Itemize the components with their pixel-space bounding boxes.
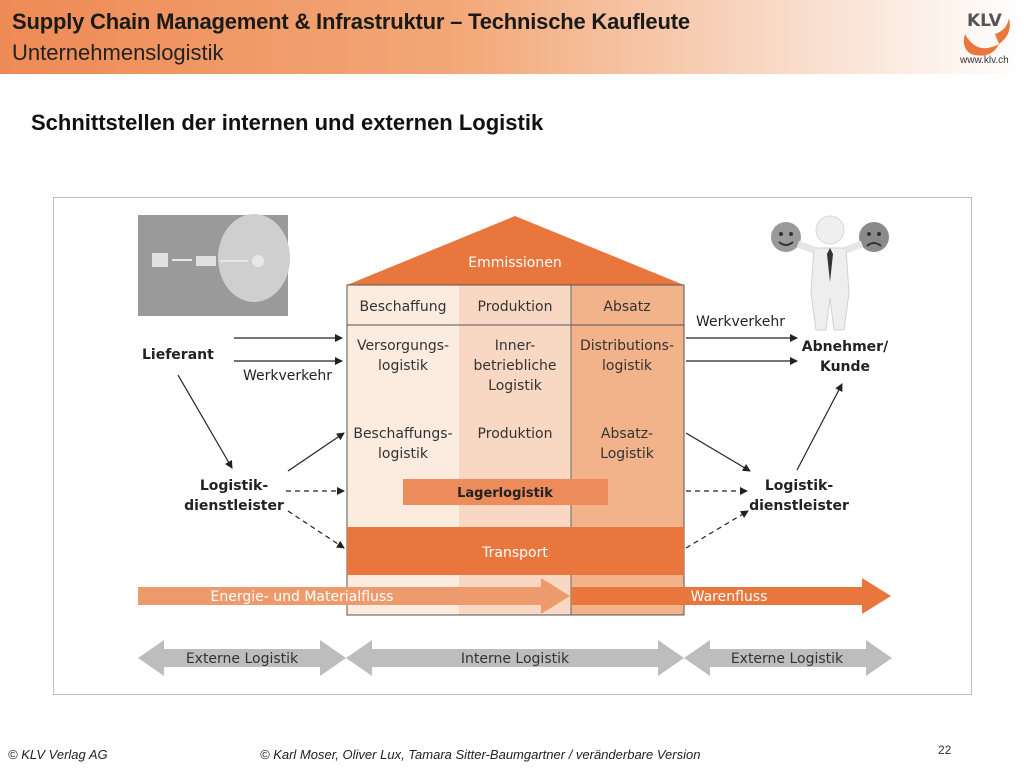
label-produktion: Produktion xyxy=(478,426,553,442)
internal-logistics-arrow xyxy=(346,640,684,676)
dienstleister-left-label-2: dienstleister xyxy=(184,498,284,514)
logistics-diagram: Emmissionen Beschaffung Produktion Absat… xyxy=(138,214,892,676)
werkverkehr-left-label: Werkverkehr xyxy=(243,368,332,384)
werkverkehr-right-label: Werkverkehr xyxy=(696,314,785,330)
course-subtitle: Unternehmenslogistik xyxy=(12,40,224,65)
dienstleister-left-label-1: Logistik- xyxy=(200,478,268,494)
goods-flow-label: Warenfluss xyxy=(691,589,768,605)
internal-logistics-label: Interne Logistik xyxy=(461,651,570,667)
klv-logo: KLV xyxy=(963,11,1010,56)
col-header-absatz: Absatz xyxy=(603,299,650,315)
label-distribution-2: logistik xyxy=(602,358,653,374)
footer-authors: © Karl Moser, Oliver Lux, Tamara Sitter-… xyxy=(260,747,701,762)
lagerlogistik-bar xyxy=(403,479,608,505)
roof-label: Emmissionen xyxy=(468,255,561,271)
material-flow-arrow xyxy=(138,578,570,614)
external-logistics-left-arrow xyxy=(138,640,346,676)
diagram-frame: Emmissionen Beschaffung Produktion Absat… xyxy=(53,197,972,695)
label-innerbetrieblich-2: betriebliche xyxy=(473,358,556,374)
label-distribution-1: Distributions- xyxy=(580,338,674,354)
page-number: 22 xyxy=(938,743,952,757)
slide-title: Schnittstellen der internen und externen… xyxy=(31,110,544,135)
col-header-produktion: Produktion xyxy=(478,299,553,315)
external-logistics-right-arrow xyxy=(684,640,892,676)
lieferant-label: Lieferant xyxy=(142,347,214,363)
kunde-label-1: Abnehmer/ xyxy=(802,339,889,355)
label-beschaffungslogistik-1: Beschaffungs- xyxy=(353,426,452,442)
customer-figure-icon xyxy=(771,215,889,331)
material-flow-label: Energie- und Materialfluss xyxy=(211,589,394,605)
transport-bar xyxy=(347,527,684,575)
label-versorgungslogistik-1: Versorgungs- xyxy=(357,338,449,354)
dienstleister-right-label-1: Logistik- xyxy=(765,478,833,494)
kunde-label-2: Kunde xyxy=(820,359,870,375)
header-bar: Supply Chain Management & Infrastruktur … xyxy=(0,0,1024,74)
roof-emissions xyxy=(347,216,684,285)
label-innerbetrieblich-1: Inner- xyxy=(495,338,535,354)
logo-url: www.klv.ch xyxy=(960,55,1009,66)
label-versorgungslogistik-2: logistik xyxy=(378,358,429,374)
goods-flow-arrow xyxy=(571,578,891,614)
external-logistics-left-label: Externe Logistik xyxy=(186,651,299,667)
course-title: Supply Chain Management & Infrastruktur … xyxy=(12,9,690,34)
label-beschaffungslogistik-2: logistik xyxy=(378,446,429,462)
label-absatzlogistik-1: Absatz- xyxy=(601,426,653,442)
col-header-beschaffung: Beschaffung xyxy=(360,299,447,315)
dienstleister-right-label-2: dienstleister xyxy=(749,498,849,514)
label-innerbetrieblich-3: Logistik xyxy=(488,378,543,394)
external-logistics-right-label: Externe Logistik xyxy=(731,651,844,667)
left-connectors xyxy=(177,334,345,549)
transport-label: Transport xyxy=(481,545,548,561)
right-connectors xyxy=(685,334,843,549)
footer-publisher: © KLV Verlag AG xyxy=(8,747,108,762)
photo-process-sketch xyxy=(138,214,290,316)
lagerlogistik-label: Lagerlogistik xyxy=(457,486,553,501)
svg-text:KLV: KLV xyxy=(967,11,1003,31)
label-absatzlogistik-2: Logistik xyxy=(600,446,655,462)
